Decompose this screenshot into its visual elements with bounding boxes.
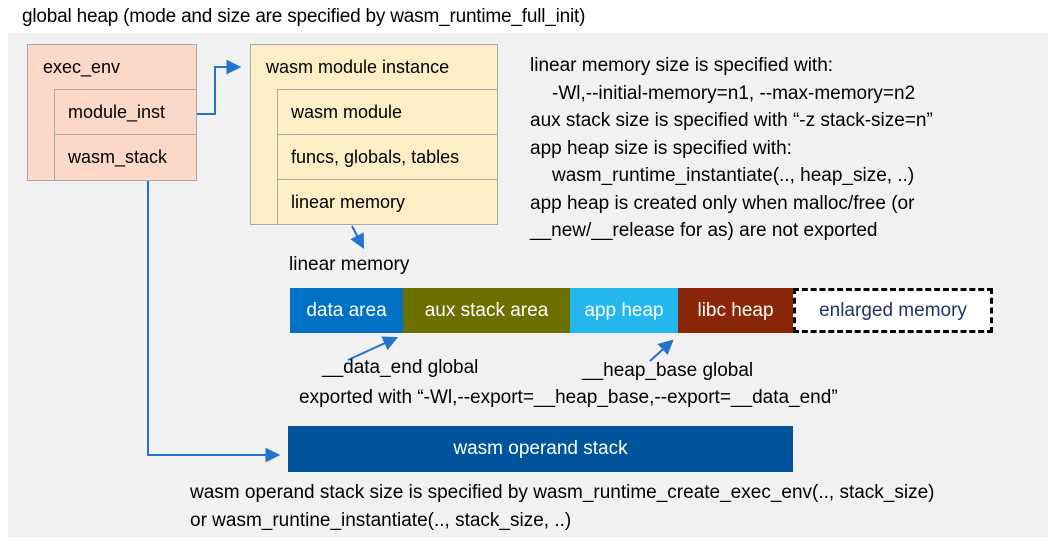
- footer-note: wasm operand stack size is specified by …: [190, 479, 935, 534]
- data-end-global-label: __data_end global: [322, 357, 479, 378]
- note-line: -Wl,--initial-memory=n1, --max-memory=n2: [552, 82, 916, 104]
- exec-env-row-module-inst: module_inst: [54, 89, 197, 135]
- size-notes-block: linear memory size is specified with: -W…: [530, 52, 933, 245]
- note-line: linear memory size is specified with:: [530, 55, 834, 76]
- wasm-operand-stack-bar: wasm operand stack: [288, 426, 793, 472]
- segment-data-area: data area: [290, 288, 403, 333]
- note-line: wasm_runtime_instantiate(.., heap_size, …: [552, 165, 915, 186]
- page-title: global heap (mode and size are specified…: [22, 6, 586, 27]
- exported-with-note: exported with “-Wl,--export=__heap_base,…: [299, 387, 838, 408]
- exec-env-box: exec_env module_inst wasm_stack: [27, 44, 197, 181]
- segment-enlarged-memory: enlarged memory: [793, 288, 993, 333]
- note-line: app heap size is specified with:: [530, 137, 792, 159]
- wasm-module-instance-header: wasm module instance: [266, 57, 450, 77]
- linear-memory-label: linear memory: [289, 254, 410, 275]
- exec-env-row-wasm-stack: wasm_stack: [54, 134, 197, 181]
- module-instance-row-funcs-globals-tables: funcs, globals, tables: [277, 134, 498, 180]
- heap-base-global-label: __heap_base global: [582, 360, 754, 381]
- exec-env-header: exec_env: [43, 57, 121, 77]
- segment-app-heap: app heap: [570, 288, 678, 333]
- module-instance-row-wasm-module: wasm module: [277, 89, 498, 135]
- segment-libc-heap: libc heap: [678, 288, 793, 333]
- linear-memory-bar: data area aux stack area app heap libc h…: [290, 288, 993, 333]
- wasm-module-instance-box: wasm module instance wasm module funcs, …: [250, 44, 498, 225]
- module-instance-row-linear-memory: linear memory: [277, 179, 498, 225]
- note-line: app heap is created only when malloc/fre…: [530, 192, 915, 214]
- footer-line: or wasm_runtine_instantiate(.., stack_si…: [190, 509, 572, 531]
- footer-line: wasm operand stack size is specified by …: [190, 482, 935, 503]
- note-line: aux stack size is specified with “-z sta…: [530, 110, 933, 131]
- note-line: __new/__release for as) are not exported: [530, 220, 878, 241]
- segment-aux-stack-area: aux stack area: [403, 288, 570, 333]
